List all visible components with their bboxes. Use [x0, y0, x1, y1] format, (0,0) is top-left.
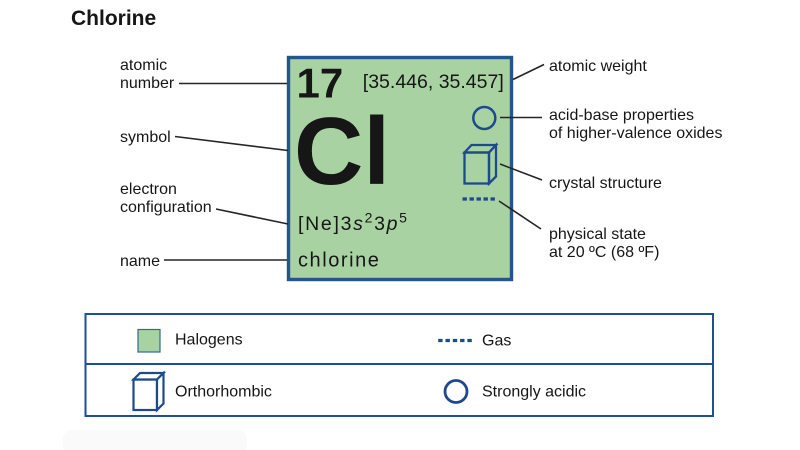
- svg-text:Orthorhombic: Orthorhombic: [175, 383, 272, 400]
- svg-text:configuration: configuration: [120, 199, 212, 216]
- svg-text:Halogens: Halogens: [175, 332, 243, 349]
- svg-text:at 20 ºC (68 ºF): at 20 ºC (68 ºF): [549, 244, 659, 261]
- svg-text:crystal structure: crystal structure: [549, 175, 662, 192]
- svg-text:Strongly acidic: Strongly acidic: [482, 383, 586, 400]
- svg-text:chlorine: chlorine: [298, 250, 380, 272]
- svg-text:symbol: symbol: [120, 129, 171, 146]
- svg-text:atomic weight: atomic weight: [549, 58, 647, 75]
- svg-text:number: number: [120, 75, 175, 92]
- svg-text:Gas: Gas: [482, 333, 511, 350]
- svg-text:physical state: physical state: [549, 226, 646, 243]
- svg-text:atomic: atomic: [120, 57, 167, 74]
- svg-text:[35.446, 35.457]: [35.446, 35.457]: [363, 71, 504, 93]
- svg-text:of higher-valence oxides: of higher-valence oxides: [549, 125, 722, 142]
- svg-text:electron: electron: [120, 181, 177, 198]
- svg-text:Cl: Cl: [294, 98, 390, 205]
- svg-text:[Ne]3s23p5: [Ne]3s23p5: [298, 210, 409, 236]
- svg-text:acid-base properties: acid-base properties: [549, 107, 694, 124]
- svg-text:17: 17: [297, 60, 344, 107]
- svg-text:name: name: [120, 253, 160, 270]
- svg-text:Chlorine: Chlorine: [71, 7, 156, 30]
